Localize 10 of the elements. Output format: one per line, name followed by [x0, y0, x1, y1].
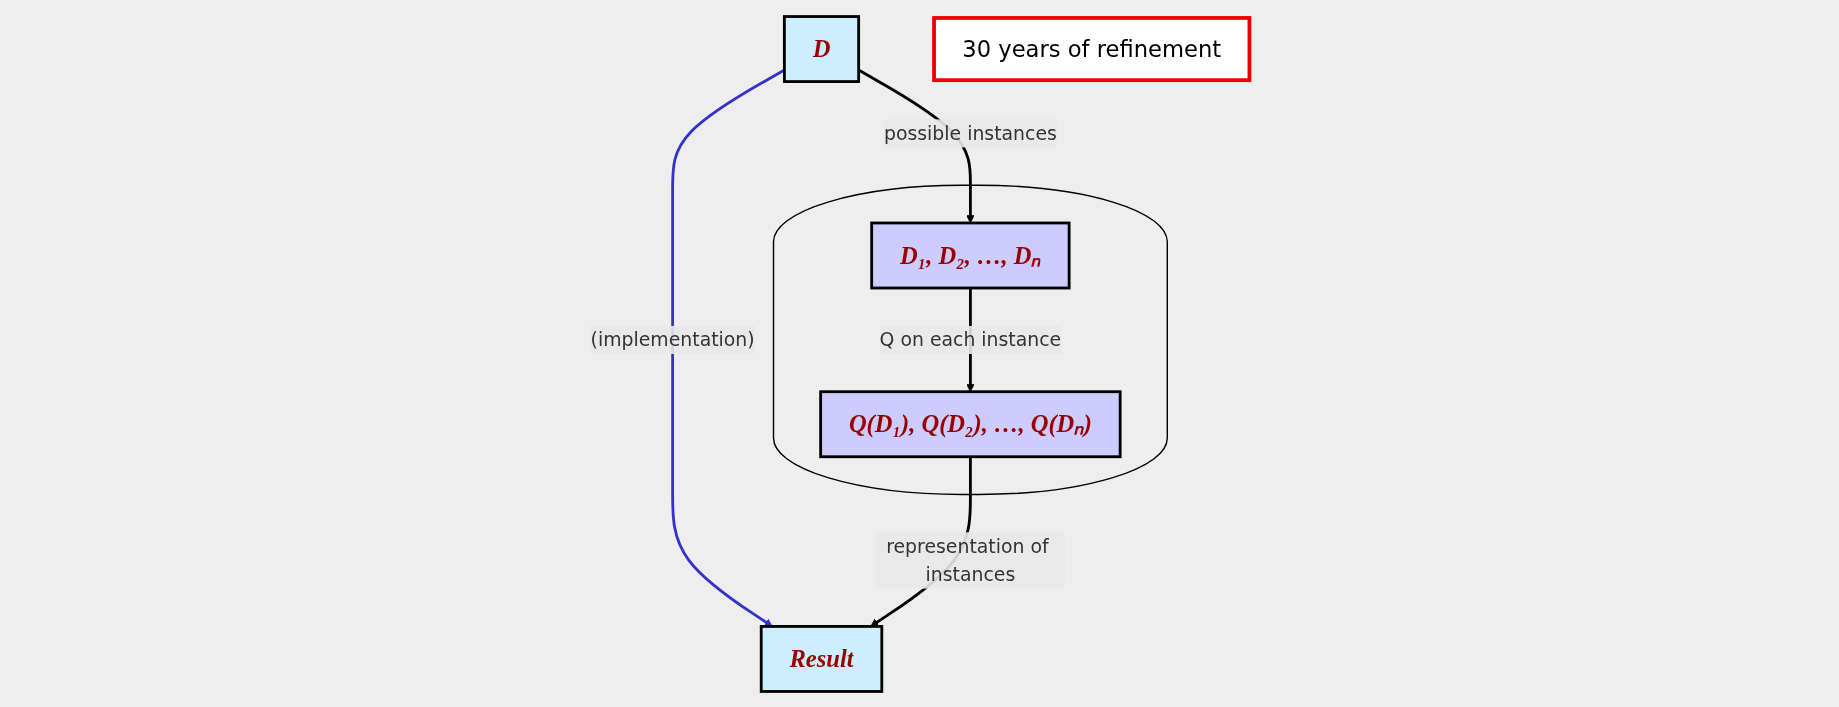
edge-label: Q on each instance — [879, 328, 1061, 351]
node-box: 30 years of refinement — [931, 15, 1251, 82]
node-box: D — [782, 14, 860, 83]
cluster — [772, 184, 1168, 495]
node-box: Result — [759, 624, 883, 693]
edge-label: (implementation) — [590, 328, 755, 351]
node-box: D₁, D₂, …, Dₙ — [869, 221, 1071, 289]
edge-label: representation of instances — [885, 534, 1049, 586]
node-box: Q(D₁), Q(D₂), …, Q(Dₙ) — [818, 389, 1122, 458]
edge-label: possible instances — [883, 121, 1057, 145]
